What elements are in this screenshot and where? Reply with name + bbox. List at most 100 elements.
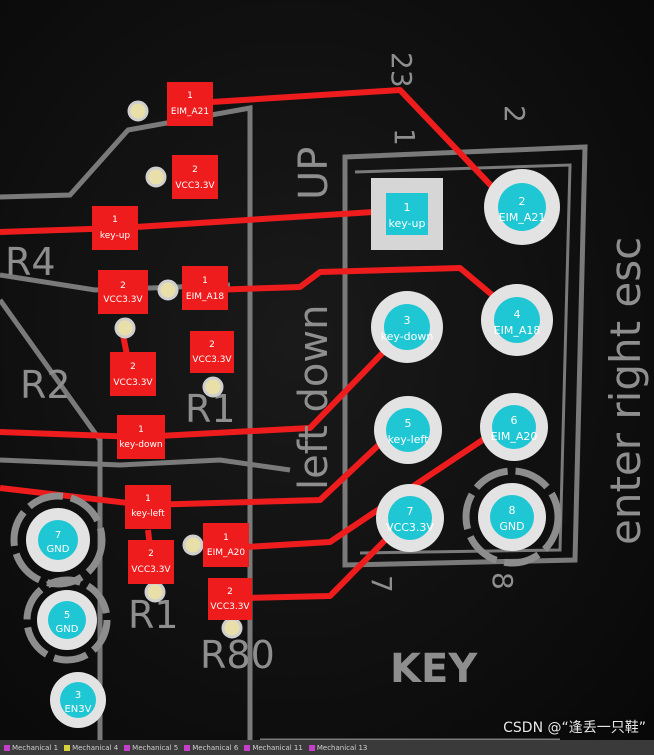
outline-mid [0, 457, 291, 473]
header-pad-center [386, 193, 428, 235]
smd-pad-net: key-up [100, 231, 131, 241]
thermal-relief [23, 576, 111, 664]
key-header-outline [342, 144, 588, 568]
header-pad: 7 VCC3.3V [376, 484, 444, 552]
smd-pad-net: key-left [131, 509, 165, 519]
smd-pad-number: 1 [112, 215, 118, 225]
smd-pad: 1 key-down [117, 415, 165, 459]
silk-r80: R80 [200, 633, 275, 677]
smd-pad-net: EIM_A20 [207, 548, 245, 558]
layer-tab[interactable]: Mechanical 1 [4, 744, 58, 752]
trace-key-down [0, 332, 403, 440]
trace-eim-a20 [229, 422, 507, 551]
smd-pad-net: EIM_A18 [186, 292, 224, 302]
via [127, 100, 149, 122]
left-pad-number: 3 [75, 690, 81, 701]
smd-pad: 1 EIM_A18 [182, 266, 228, 310]
via [157, 279, 179, 301]
left-pads: 7 GND 5 GND 3 EN3V [10, 492, 111, 728]
header-pad-number: 1 [404, 201, 411, 214]
csdn-watermark: CSDN @“逢丢一只鞋” [503, 720, 646, 736]
header-pad-net: GND [499, 520, 524, 533]
key-header-inner [354, 163, 572, 555]
vias [114, 100, 243, 639]
smd-pad: 2 VCC3.3V [110, 352, 156, 396]
smd-pad-body [117, 415, 165, 459]
header-pad-center [494, 297, 540, 343]
thermal-relief [462, 467, 562, 567]
left-pad: 5 GND [23, 576, 111, 664]
header-pad: 4 EIM_A18 [481, 284, 553, 356]
smd-pad-body [110, 352, 156, 396]
header-pad: 2 EIM_A21 [484, 169, 560, 245]
smd-pad-net: VCC3.3V [131, 565, 171, 575]
layer-tab[interactable]: Mechanical 4 [64, 744, 118, 752]
smd-pad-net: VCC3.3V [103, 295, 143, 305]
smd-pad-body [167, 82, 213, 126]
layer-tab[interactable]: Mechanical 6 [184, 744, 238, 752]
header-pad-net: EIM_A20 [491, 430, 538, 443]
smd-pad-net: VCC3.3V [113, 378, 153, 388]
silk-outlines [0, 105, 588, 742]
silk-r4: R4 [5, 240, 56, 284]
header-pad-number: 7 [407, 505, 414, 518]
via [145, 166, 167, 188]
header-pad-number: 2 [519, 195, 526, 208]
left-pad-center [60, 682, 96, 718]
left-pad-center [38, 520, 78, 560]
header-pad-net: key-down [381, 330, 434, 343]
layer-tab-bar: Mechanical 1 Mechanical 4 Mechanical 5 M… [0, 740, 654, 755]
header-pad-net: VCC3.3V [386, 521, 434, 534]
left-pad-net: GND [47, 544, 70, 555]
layer-tab[interactable]: Mechanical 11 [244, 744, 303, 752]
via [221, 617, 243, 639]
header-pad: 5 key-left [374, 396, 442, 464]
smd-pad-body [190, 331, 234, 373]
header-pad-number: 3 [404, 314, 411, 327]
via [114, 317, 136, 339]
smd-pad: 2 VCC3.3V [190, 331, 234, 373]
header-pad-center [386, 408, 430, 452]
smd-pad-body [125, 485, 171, 529]
outline-left-column [0, 105, 253, 740]
silk-key: KEY [390, 646, 478, 692]
smd-pad: 1 key-up [92, 206, 138, 250]
smd-pad: 1 EIM_A21 [167, 82, 213, 126]
silkscreen-text: R4 R2 R1 R1 R80 KEY UP left down enter r… [5, 52, 650, 692]
smd-pad: 2 VCC3.3V [128, 540, 174, 584]
smd-pad: 2 VCC3.3V [172, 155, 218, 199]
layer-tab[interactable]: Mechanical 13 [308, 744, 367, 752]
left-pad: 3 EN3V [50, 672, 106, 728]
smd-pad-body [98, 270, 148, 314]
header-pad-square: 1 key-up [371, 178, 443, 250]
smd-pad-number: 2 [130, 362, 136, 372]
smd-pad-body [208, 578, 252, 620]
silk-top-num: 23 [385, 52, 418, 88]
silk-enter-right-esc: enter right esc [601, 237, 650, 545]
layer-tab[interactable]: Mechanical 5 [124, 744, 178, 752]
silk-pin8: 8 [486, 572, 519, 590]
smd-pad-number: 2 [209, 340, 215, 350]
silk-pin1: 1 [388, 128, 421, 146]
smd-pad-body [172, 155, 218, 199]
key-header-pads: 1 key-up 2 EIM_A21 3 key-down 4 EIM_A18 … [371, 169, 562, 567]
trace-eim-a18 [209, 265, 512, 313]
header-pad-center [492, 405, 536, 449]
left-pad-net: GND [56, 624, 79, 635]
smd-pad-number: 1 [223, 533, 229, 543]
header-pad-number: 6 [511, 414, 518, 427]
smd-pad-number: 2 [148, 549, 154, 559]
smd-pad: 2 VCC3.3V [208, 578, 252, 620]
header-pad-net: key-left [388, 433, 430, 446]
via [182, 534, 204, 556]
smd-pad-body [92, 206, 138, 250]
left-pad-number: 5 [64, 610, 70, 621]
smd-pad-number: 1 [202, 276, 208, 286]
smd-pad-net: VCC3.3V [192, 355, 232, 365]
header-pad-center [388, 496, 432, 540]
header-pad-gnd: 8 GND [462, 467, 562, 567]
smd-pad-number: 1 [138, 425, 144, 435]
smd-pad: 1 EIM_A20 [203, 523, 249, 567]
